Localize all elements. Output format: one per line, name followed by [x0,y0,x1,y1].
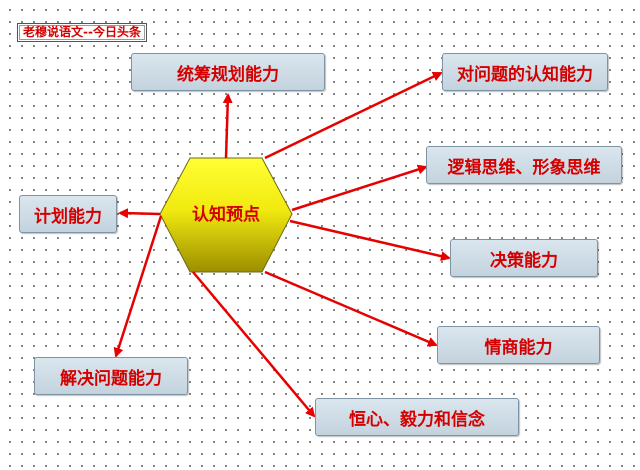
node-logical-thinking: 逻辑思维、形象思维 [426,146,622,184]
arrow-problem-cognition [264,71,443,160]
node-problem-cognition: 对问题的认知能力 [442,53,608,91]
arrow-perseverance [192,271,316,418]
node-overall-planning: 统筹规划能力 [131,53,325,91]
arrow-decision [289,219,451,262]
node-perseverance: 恒心、毅力和信念 [315,398,519,436]
node-decision: 决策能力 [450,239,598,277]
node-emotional: 情商能力 [437,326,600,364]
arrow-emotional [264,270,438,347]
node-planning: 计划能力 [19,195,117,233]
arrow-planning [118,208,161,219]
arrow-group [113,71,451,418]
arrow-problem-solving [113,215,163,358]
arrow-overall-planning [222,93,233,159]
arrow-logical-thinking [291,164,428,212]
node-problem-solving: 解决问题能力 [34,357,188,395]
center-label: 认知预点 [192,205,260,225]
watermark: 老穆说语文--今日头条 [17,23,147,42]
